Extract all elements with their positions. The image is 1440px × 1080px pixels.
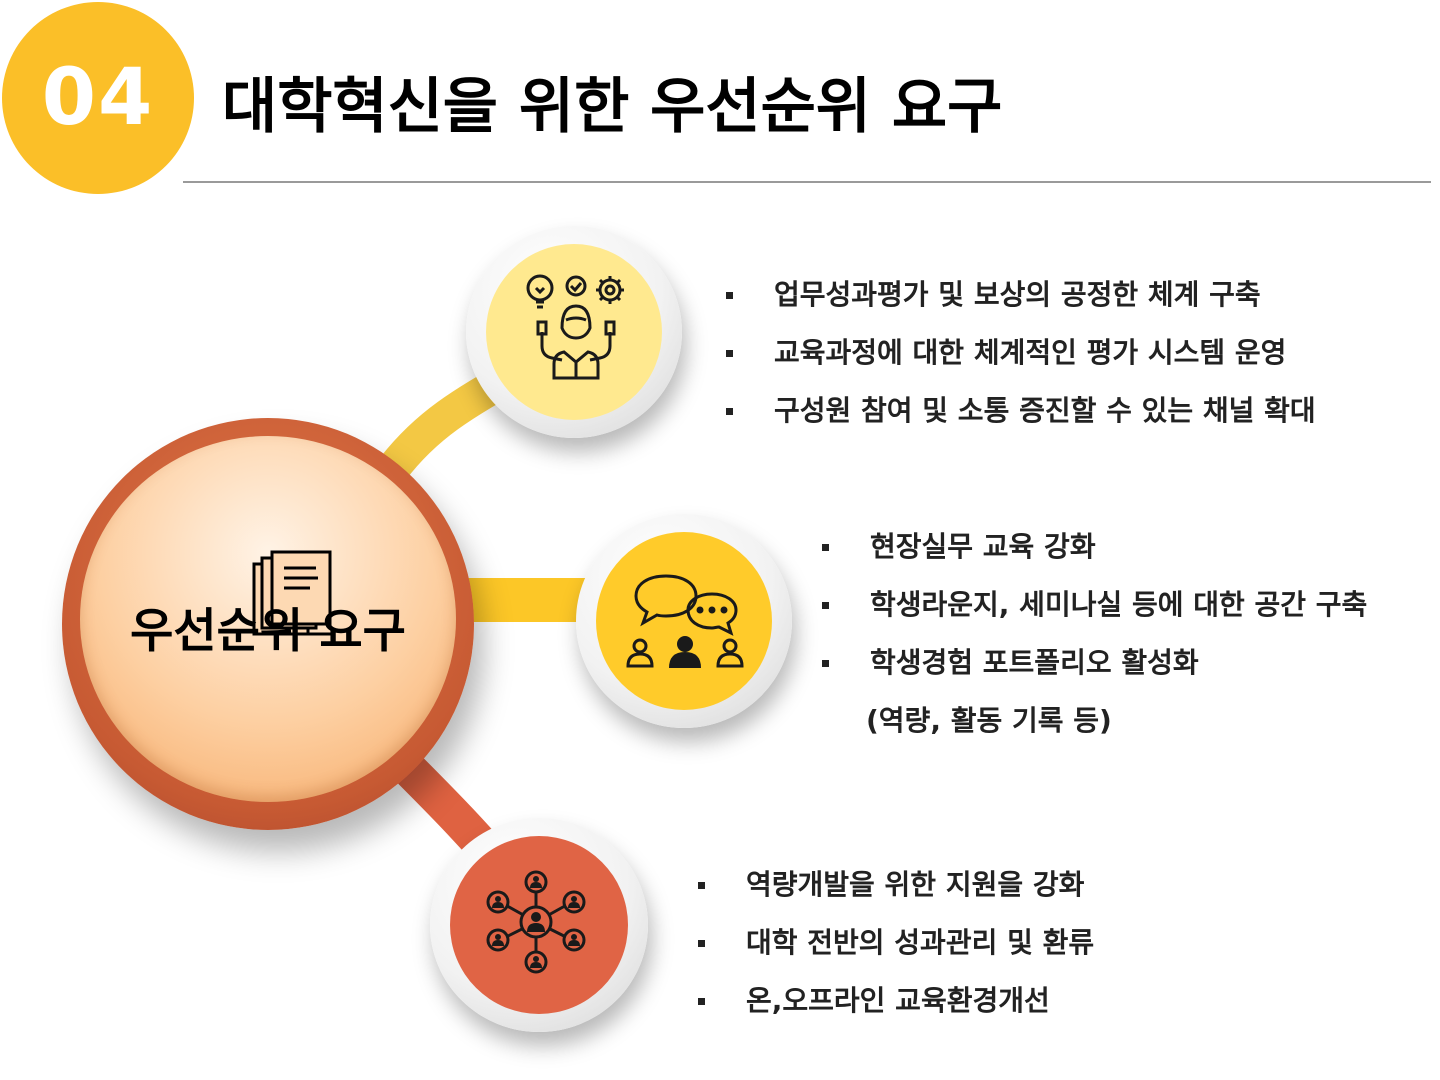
document-stack-icon bbox=[252, 550, 334, 636]
node-1-list: 업무성과평가 및 보상의 공정한 체계 구축 교육과정에 대한 체계적인 평가 … bbox=[726, 266, 1316, 440]
person-ideas-icon bbox=[526, 274, 624, 380]
list-item: 교육과정에 대한 체계적인 평가 시스템 운영 bbox=[726, 324, 1316, 382]
node-1-circle bbox=[486, 244, 662, 420]
list-item: 현장실무 교육 강화 bbox=[822, 518, 1367, 576]
list-item: 업무성과평가 및 보상의 공정한 체계 구축 bbox=[726, 266, 1316, 324]
page-title: 대학혁신을 위한 우선순위 요구 bbox=[222, 72, 1003, 142]
node-2-list: 현장실무 교육 강화 학생라운지, 세미나실 등에 대한 공간 구축 학생경험 … bbox=[822, 518, 1367, 750]
section-number: 04 bbox=[41, 53, 155, 143]
list-item-continuation: (역량, 활동 기록 등) bbox=[866, 704, 1112, 737]
discussion-group-icon bbox=[626, 574, 744, 668]
title-divider bbox=[183, 181, 1431, 183]
list-item: 학생경험 포트폴리오 활성화 bbox=[822, 634, 1367, 692]
section-number-badge: 04 bbox=[2, 2, 194, 194]
list-item: 학생라운지, 세미나실 등에 대한 공간 구축 bbox=[822, 576, 1367, 634]
list-item: 구성원 참여 및 소통 증진할 수 있는 채널 확대 bbox=[726, 382, 1316, 440]
center-label: 우선순위 요구 bbox=[130, 604, 406, 659]
node-2-circle bbox=[596, 532, 772, 710]
list-item: 대학 전반의 성과관리 및 환류 bbox=[698, 914, 1094, 972]
list-item: 역량개발을 위한 지원을 강화 bbox=[698, 856, 1094, 914]
people-network-icon bbox=[486, 870, 586, 974]
list-item: 온,오프라인 교육환경개선 bbox=[698, 972, 1094, 1030]
node-3-list: 역량개발을 위한 지원을 강화 대학 전반의 성과관리 및 환류 온,오프라인 … bbox=[698, 856, 1094, 1030]
